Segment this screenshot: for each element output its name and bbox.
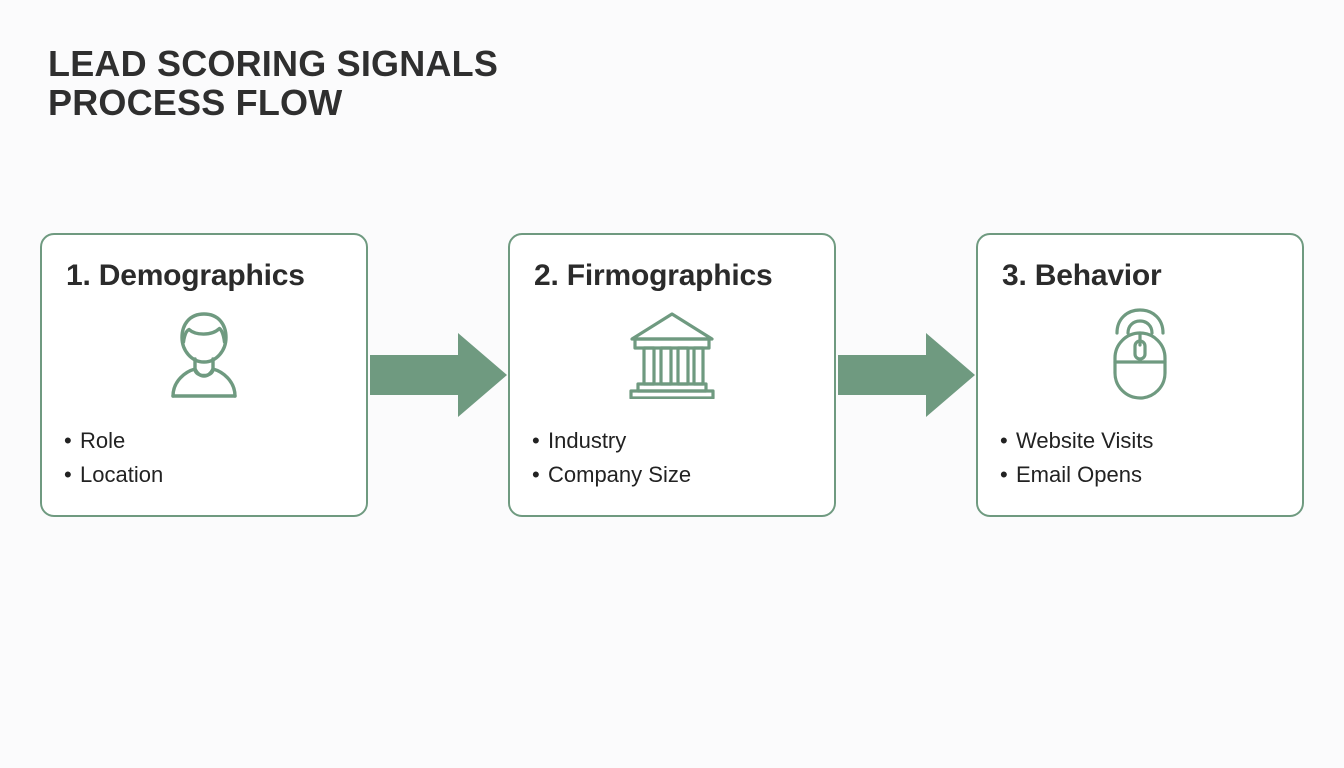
bullet-marker: • [64, 462, 72, 488]
bullet-text: Role [80, 428, 126, 453]
flow-step-bullets-1: • Role • Location [64, 424, 344, 493]
computer-mouse-icon [1000, 306, 1280, 402]
bullet-text: Website Visits [1016, 428, 1154, 453]
process-flow: 1. Demographics • Role [40, 233, 1304, 517]
page-title: LEAD SCORING SIGNALS PROCESS FLOW [48, 43, 499, 123]
bullet-text: Company Size [548, 462, 692, 488]
bullet-text: Location [80, 462, 164, 488]
bullet-marker: • [532, 428, 540, 453]
flow-step-bullets-2: • Industry • Company Size [532, 424, 812, 493]
bullet-marker: • [64, 428, 72, 453]
flow-connector-1 [368, 233, 508, 517]
bullet-marker: • [1000, 428, 1008, 453]
flow-connector-2 [836, 233, 976, 517]
flow-step-card-3[interactable]: 3. Behavior • [976, 233, 1304, 517]
arrow-right-icon [369, 333, 507, 417]
flow-step-card-2[interactable]: 2. Firmographics [508, 233, 836, 517]
flow-step-bullets-3: • Website Visits • Email Opens [1000, 424, 1280, 493]
flow-step-title-2: 2. Firmographics [534, 259, 773, 292]
list-item: • Website Visits [1000, 424, 1280, 458]
list-item: • Role [64, 424, 344, 458]
flow-step-title-3: 3. Behavior [1002, 259, 1162, 292]
person-icon [64, 306, 344, 402]
flow-step-card-1[interactable]: 1. Demographics • Role [40, 233, 368, 517]
bullet-text: Industry [548, 428, 627, 453]
bank-building-icon [532, 306, 812, 402]
bullet-marker: • [532, 462, 540, 488]
list-item: • Industry [532, 424, 812, 458]
bullet-marker: • [1000, 462, 1008, 488]
arrow-right-icon [837, 333, 975, 417]
list-item: • Email Opens [1000, 458, 1280, 492]
bullet-text: Email Opens [1016, 462, 1142, 488]
list-item: • Company Size [532, 458, 812, 492]
list-item: • Location [64, 458, 344, 492]
flow-step-title-1: 1. Demographics [66, 259, 305, 292]
